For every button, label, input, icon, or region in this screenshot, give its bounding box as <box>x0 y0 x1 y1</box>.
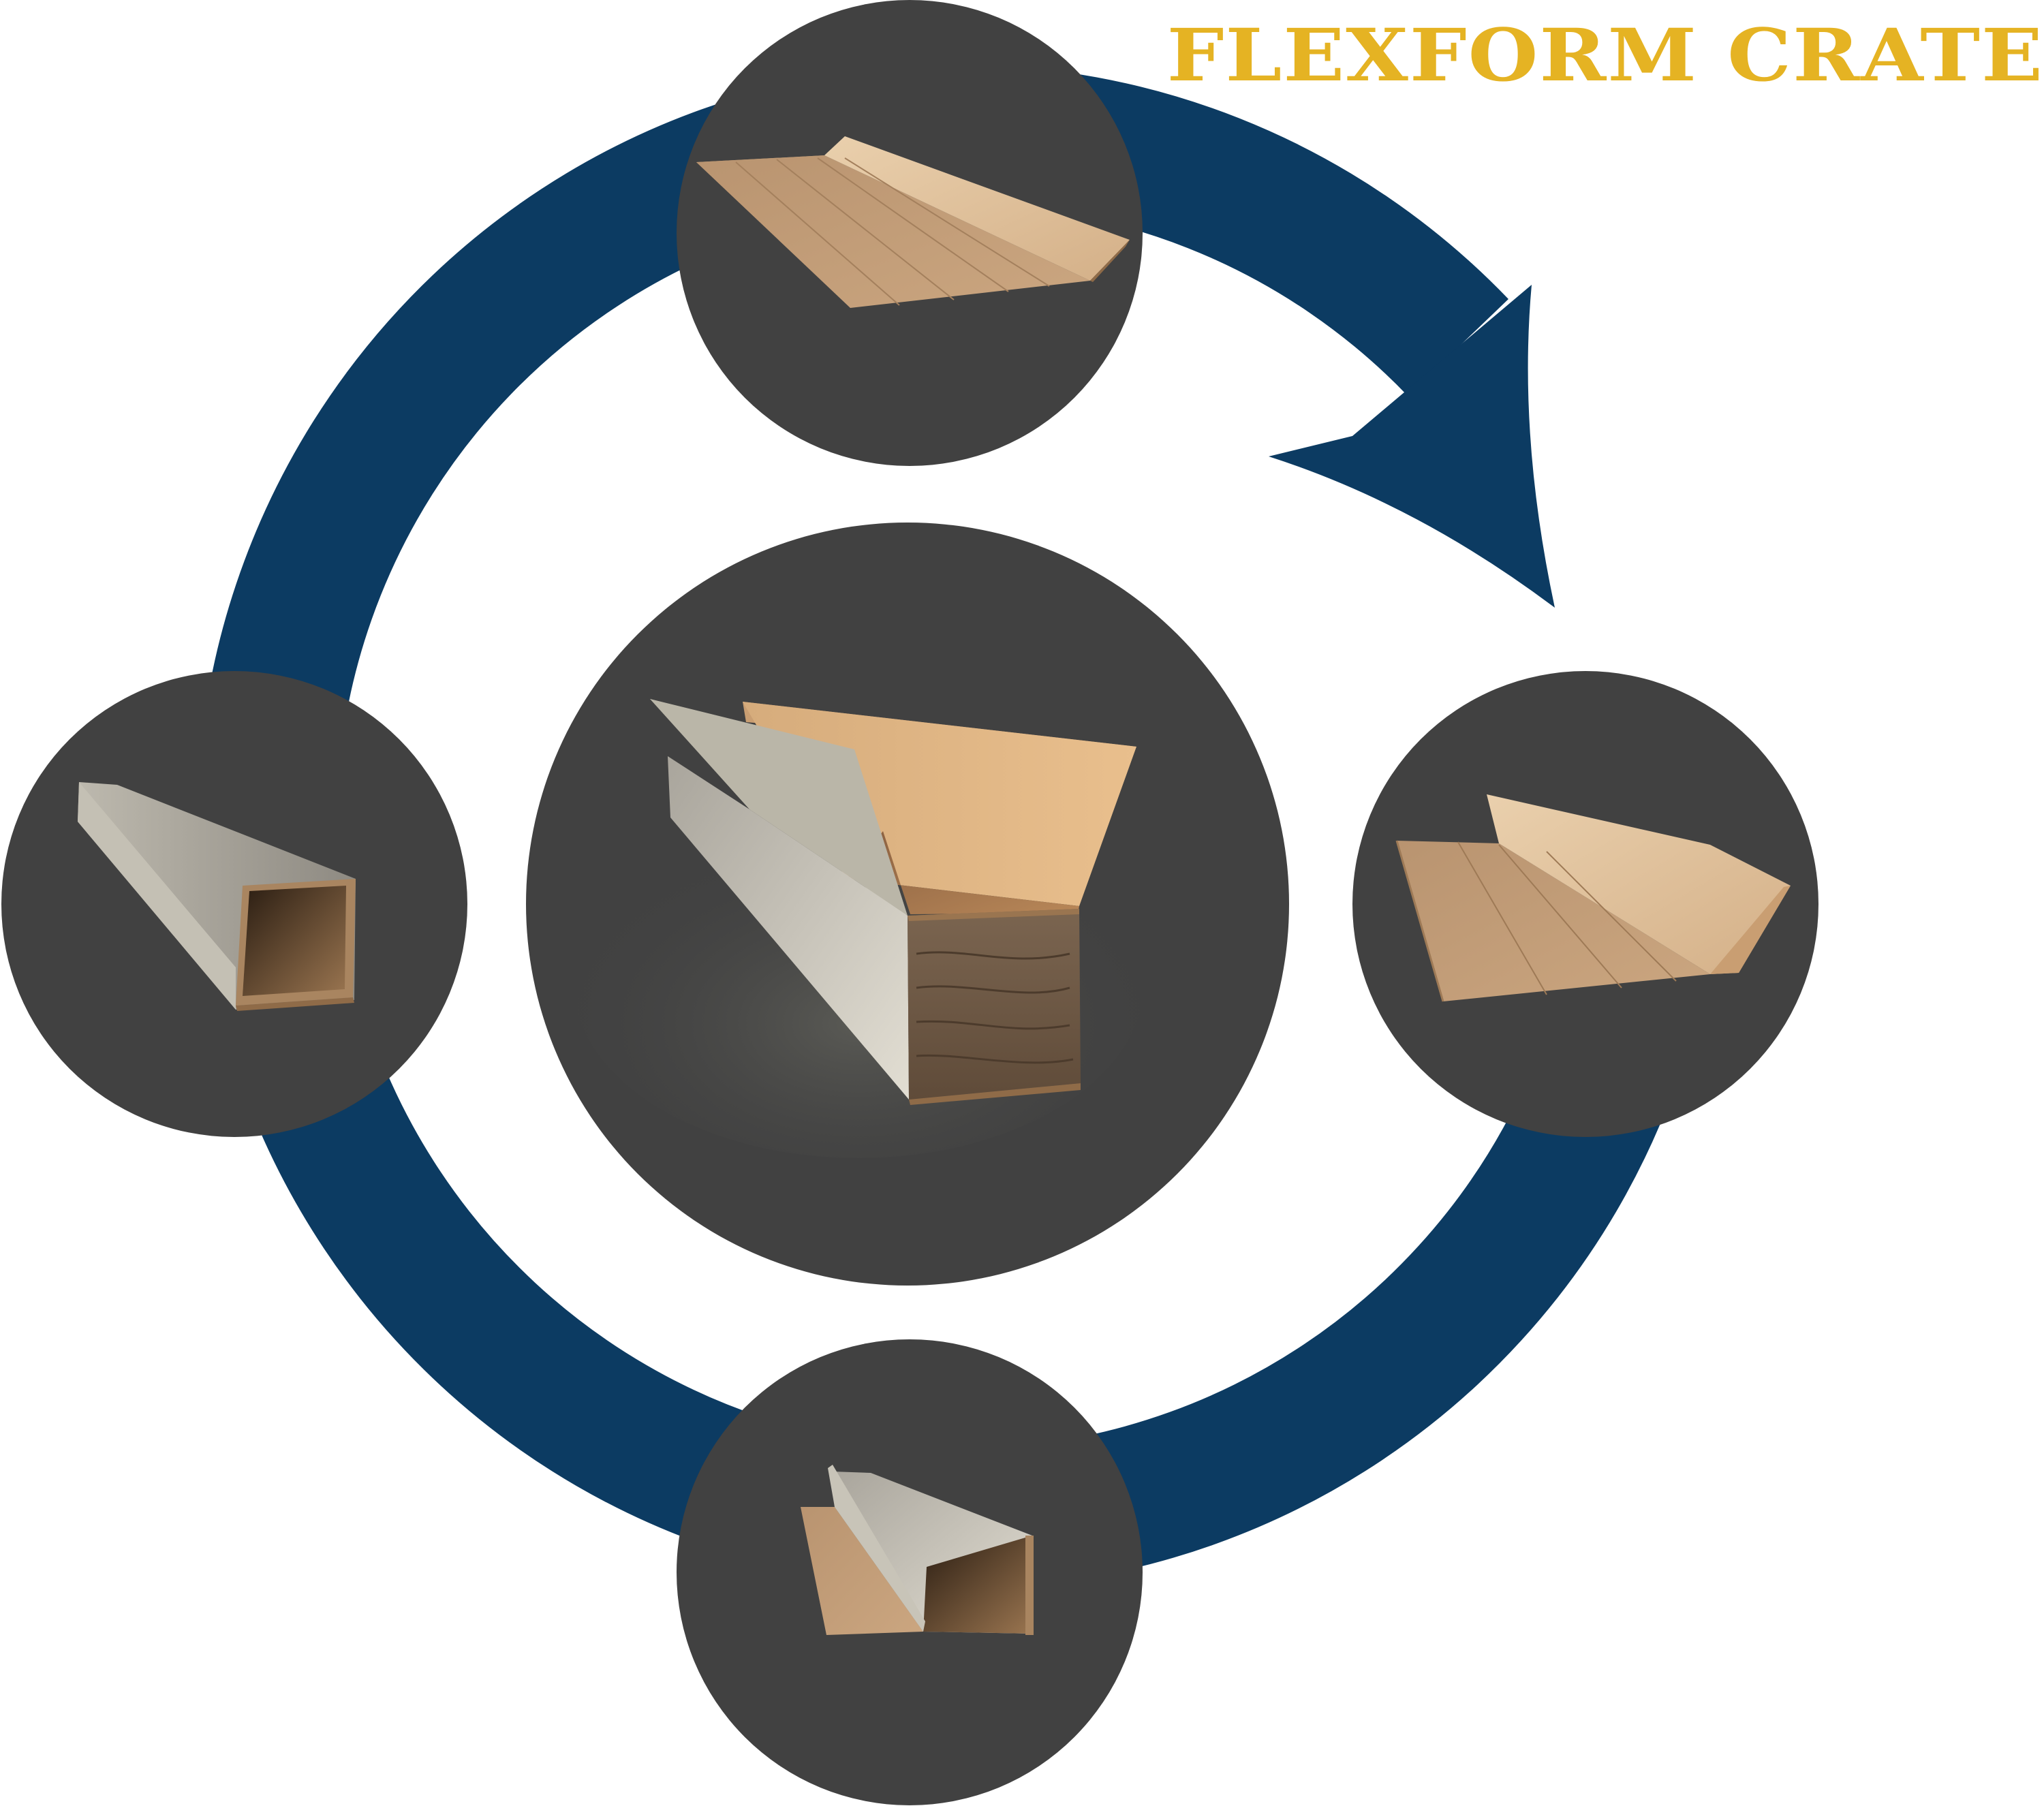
assembled-crate-stage <box>526 523 1289 1286</box>
flat-panel-stage <box>677 0 1143 466</box>
cycle-arrow-head <box>1269 285 1555 608</box>
folding-box-stage <box>677 1339 1143 1805</box>
unfolding-panel-stage <box>1352 671 1818 1137</box>
closed-tube-icon <box>78 782 356 1011</box>
closed-tube-stage <box>1 671 467 1137</box>
folding-box-icon <box>801 1465 1034 1635</box>
unfolding-panel-icon <box>1395 794 1791 1002</box>
flat-panel-icon <box>696 136 1130 308</box>
assembled-crate-icon <box>650 699 1136 1105</box>
page-title: FLEXFORM CRATE <box>1166 12 2044 98</box>
